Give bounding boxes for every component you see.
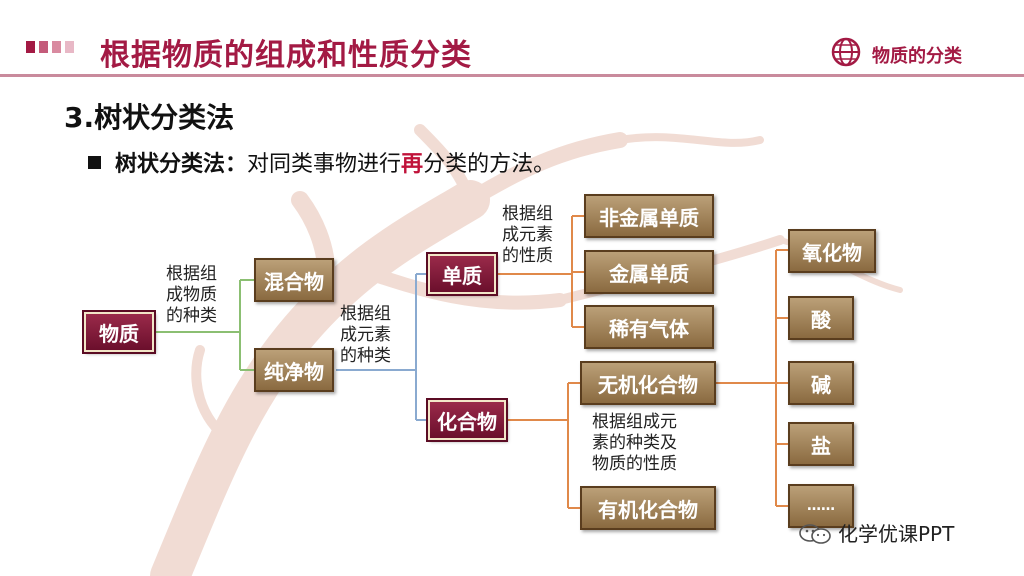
page-title: 根据物质的组成和性质分类: [100, 38, 472, 73]
connector-inorganic: [716, 249, 788, 507]
title-divider: [0, 74, 1024, 77]
connector-root: [154, 279, 254, 371]
node-oxide: 氧化物: [788, 229, 876, 273]
node-inorganic: 无机化合物: [580, 361, 716, 405]
node-base: 碱: [788, 361, 854, 405]
watermark-text: 化学优课PPT: [838, 522, 955, 546]
definition-highlight: 再: [401, 152, 424, 177]
node-acid: 酸: [788, 296, 854, 340]
label-by-element-property: 根据组 成元素 的性质: [502, 204, 553, 266]
section-title: 3.树状分类法: [64, 101, 235, 134]
brand-label: 物质的分类: [872, 46, 962, 67]
definition-term: 树状分类法: [115, 152, 226, 177]
node-pure: 纯净物: [254, 348, 334, 392]
definition-bullet: 树状分类法：对同类事物进行再分类的方法。: [88, 146, 555, 178]
node-nonmetal: 非金属单质: [584, 194, 714, 238]
node-organic: 有机化合物: [580, 486, 716, 530]
node-element-substance: 单质: [426, 252, 498, 296]
label-by-compound-criteria: 根据组成元 素的种类及 物质的性质: [592, 412, 677, 474]
header-bar: 根据物质的组成和性质分类 物质的分类: [0, 0, 1024, 80]
node-compound: 化合物: [426, 398, 508, 442]
title-decoration: [26, 41, 74, 53]
node-more: ……: [788, 484, 854, 528]
bullet-square-icon: [88, 156, 101, 169]
watermark: 化学优课PPT: [798, 518, 954, 547]
wechat-icon: [798, 523, 832, 545]
node-matter: 物质: [82, 310, 156, 354]
definition-colon: ：: [225, 152, 248, 177]
node-mixture: 混合物: [254, 258, 334, 302]
connector-pure: [336, 273, 428, 421]
globe-icon: [831, 37, 861, 67]
definition-text-before: 对同类事物进行: [247, 152, 402, 177]
label-by-element-kind: 根据组 成元素 的种类: [340, 304, 391, 366]
connector-compound: [506, 382, 580, 509]
label-by-substance-kind: 根据组 成物质 的种类: [166, 264, 217, 326]
connector-element: [496, 215, 584, 328]
definition-text-after: 分类的方法。: [423, 152, 556, 177]
node-metal: 金属单质: [584, 250, 714, 294]
node-salt: 盐: [788, 422, 854, 466]
node-noble-gas: 稀有气体: [584, 305, 714, 349]
